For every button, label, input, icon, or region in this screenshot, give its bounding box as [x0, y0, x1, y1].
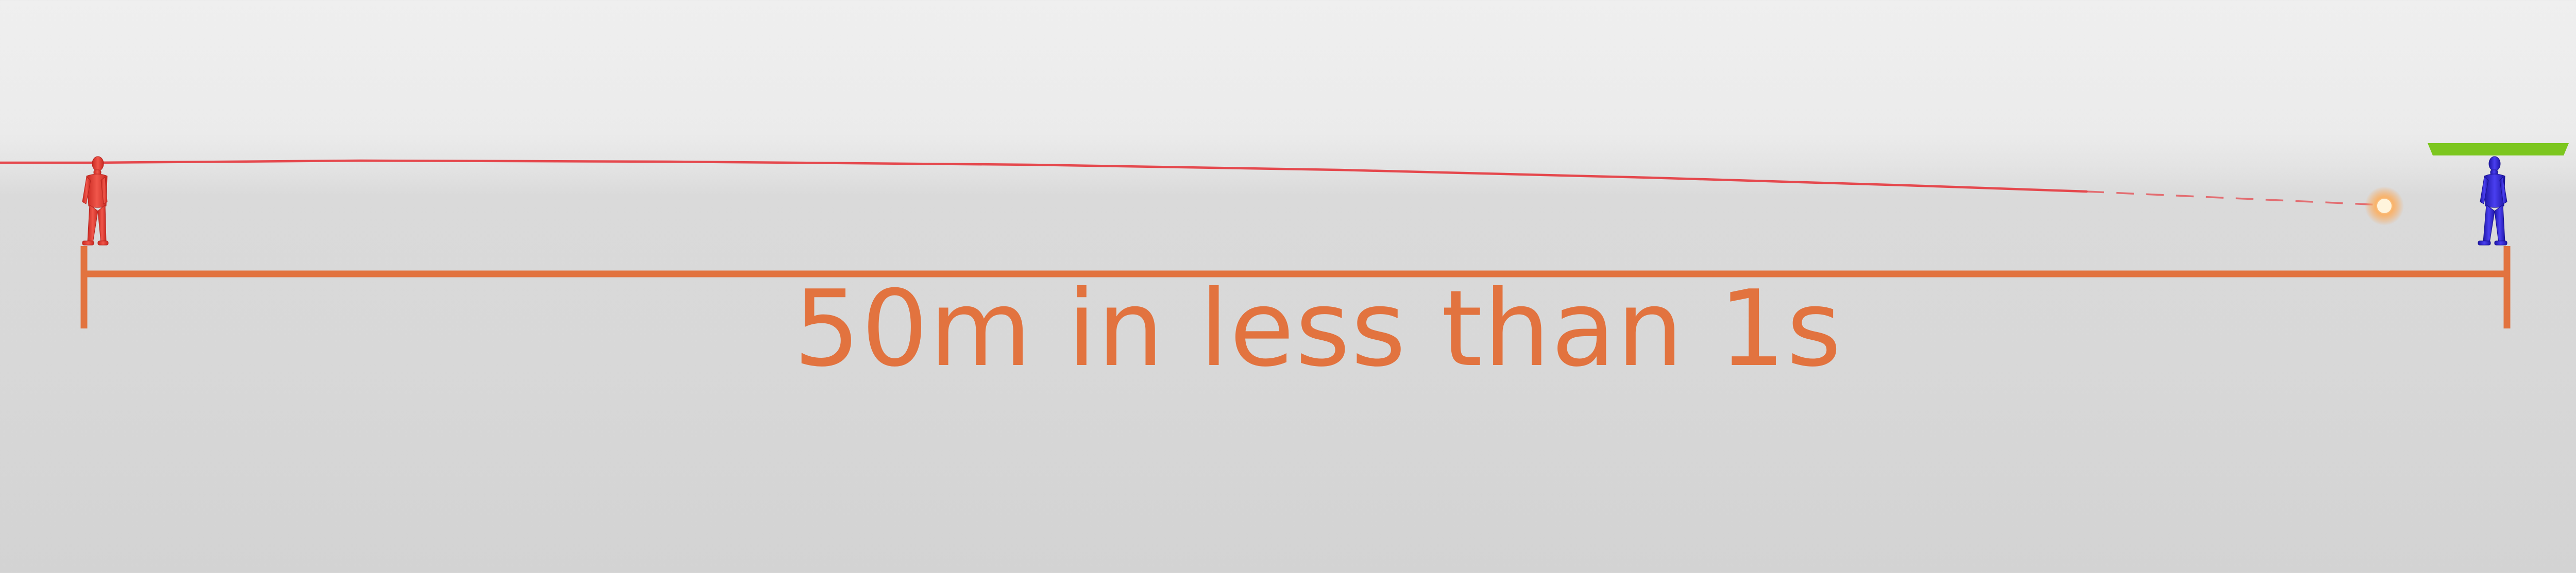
bullet-impact-icon: [2365, 186, 2404, 225]
distance-caption: 50m in less than 1s: [793, 268, 1843, 390]
health-bar: [2428, 143, 2569, 155]
distance-bracket: [80, 246, 2511, 328]
red-figure-icon: [82, 156, 109, 246]
bullet-trajectory-tail: [2086, 190, 2381, 206]
health-bar-fill: [2428, 143, 2569, 155]
blue-figure-icon: [2478, 156, 2507, 246]
bullet-trajectory-line: [0, 159, 2088, 193]
